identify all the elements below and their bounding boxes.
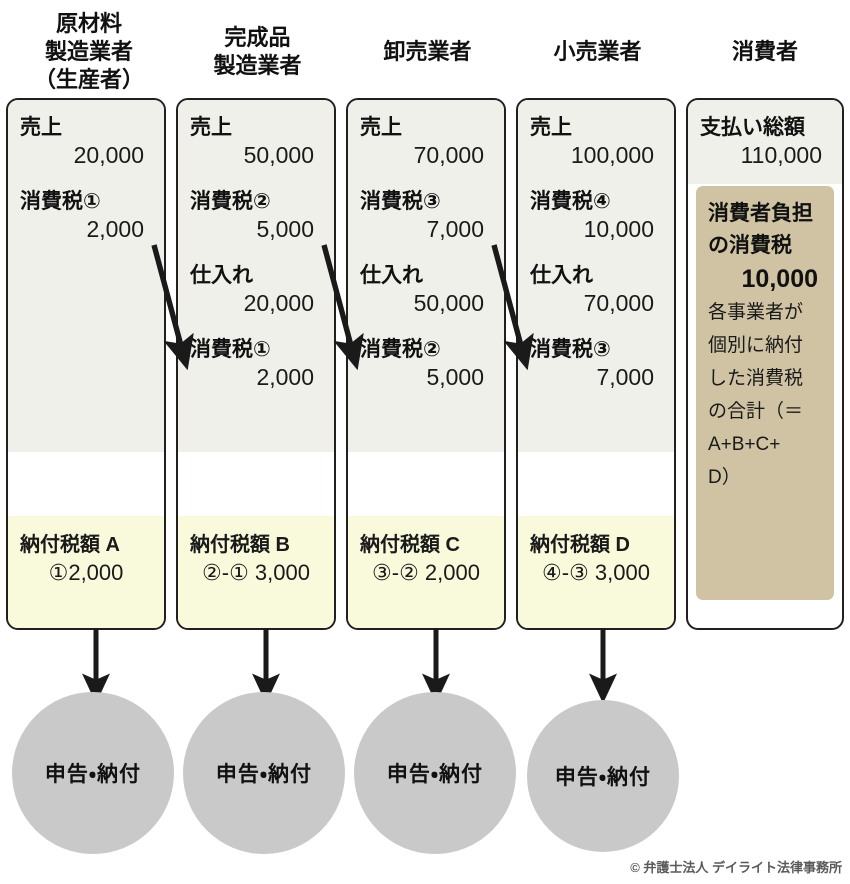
row-label-tax2: 消費税②: [360, 338, 441, 361]
payment-panel-a: 納付税額 A ①2,000: [8, 516, 164, 628]
filing-circle-raw-material-manufacturer: 申告・納付: [12, 692, 174, 854]
header-line: （生産者）: [33, 67, 144, 92]
row-value-tax1: 2,000: [86, 216, 144, 242]
row-label-sales: 売上: [190, 116, 232, 139]
consumer-burden-heading-line2: の消費税: [708, 234, 792, 257]
sales-panel: 売上 100,000 消費税④ 10,000 仕入れ 70,000 消費税③ 7…: [518, 100, 674, 452]
column-header-retailer: 小売業者: [515, 38, 680, 66]
row-label-purchase: 仕入れ: [190, 264, 253, 287]
row-label-total-payment: 支払い総額: [700, 116, 805, 139]
consumer-burden-amount: 10,000: [741, 265, 818, 293]
payment-label-a: 納付税額 A: [20, 534, 120, 556]
row-value-purchase: 50,000: [413, 290, 484, 316]
consumer-burden-box: 消費者負担 の消費税 10,000 各事業者が 個別に納付 した消費税 の合計（…: [696, 186, 834, 600]
stage-card-retailer: 売上 100,000 消費税④ 10,000 仕入れ 70,000 消費税③ 7…: [516, 98, 676, 630]
header-line: 卸売業者: [383, 39, 472, 64]
row-value-total-payment: 110,000: [740, 142, 822, 168]
row-label-sales: 売上: [360, 116, 402, 139]
consumer-burden-body-line: 個別に納付: [708, 335, 804, 356]
row-label-tax1: 消費税①: [20, 190, 101, 213]
header-line: 消費者: [731, 39, 798, 64]
sales-panel: 売上 20,000 消費税① 2,000: [8, 100, 164, 452]
row-value-purchase: 20,000: [243, 290, 314, 316]
column-header-finished-goods-manufacturer: 完成品 製造業者: [175, 24, 340, 80]
row-label-tax2: 消費税②: [190, 190, 271, 213]
column-header-wholesaler: 卸売業者: [345, 38, 510, 66]
row-value-tax3: 7,000: [596, 364, 654, 390]
payment-formula-a: ①2,000: [48, 560, 124, 585]
payment-label-b: 納付税額 B: [190, 534, 290, 556]
stage-card-consumer: 支払い総額 110,000 消費者負担 の消費税 10,000 各事業者が 個別…: [686, 98, 844, 630]
consumer-burden-body-line: 各事業者が: [708, 302, 804, 323]
row-label-sales: 売上: [20, 116, 62, 139]
payment-panel-d: 納付税額 D ④-③ 3,000: [518, 516, 674, 628]
copyright-footer: © 弁護士法人 デイライト法律事務所: [630, 860, 842, 875]
consumer-burden-body-line: の合計（＝: [708, 401, 804, 422]
filing-circle-finished-goods-manufacturer: 申告・納付: [183, 692, 345, 854]
filing-circle-label: 申告・納付: [44, 763, 142, 786]
stage-card-raw-material-manufacturer: 売上 20,000 消費税① 2,000 納付税額 A ①2,000: [6, 98, 166, 630]
filing-circle-retailer: 申告・納付: [527, 700, 679, 852]
row-value-tax2: 5,000: [256, 216, 314, 242]
row-label-tax1: 消費税①: [190, 338, 271, 361]
payment-label-c: 納付税額 C: [360, 534, 460, 556]
payment-formula-b: ②-① 3,000: [202, 560, 310, 585]
column-header-raw-material-manufacturer: 原材料 製造業者 （生産者）: [0, 10, 178, 94]
row-value-tax2: 5,000: [426, 364, 484, 390]
payment-formula-d: ④-③ 3,000: [542, 560, 650, 585]
row-value-tax3: 7,000: [426, 216, 484, 242]
column-header-consumer: 消費者: [685, 38, 845, 66]
row-value-sales: 50,000: [243, 142, 314, 168]
filing-circle-label: 申告・納付: [554, 766, 652, 789]
row-value-purchase: 70,000: [583, 290, 654, 316]
row-label-purchase: 仕入れ: [530, 264, 593, 287]
consumer-burden-body-line: D）: [708, 467, 741, 488]
header-line: 製造業者: [213, 53, 302, 78]
consumer-burden-heading-line1: 消費者負担: [708, 202, 813, 225]
sales-panel: 売上 70,000 消費税③ 7,000 仕入れ 50,000 消費税② 5,0…: [348, 100, 504, 452]
total-payment-panel: 支払い総額 110,000: [688, 100, 842, 184]
row-label-tax3: 消費税③: [360, 190, 441, 213]
row-value-tax1: 2,000: [256, 364, 314, 390]
header-line: 小売業者: [553, 39, 642, 64]
filing-circle-label: 申告・納付: [215, 763, 313, 786]
header-line: 完成品: [224, 25, 291, 50]
stage-card-finished-goods-manufacturer: 売上 50,000 消費税② 5,000 仕入れ 20,000 消費税① 2,0…: [176, 98, 336, 630]
row-label-purchase: 仕入れ: [360, 264, 423, 287]
row-value-tax4: 10,000: [583, 216, 654, 242]
filing-circle-wholesaler: 申告・納付: [354, 692, 516, 854]
row-label-tax3: 消費税③: [530, 338, 611, 361]
sales-panel: 売上 50,000 消費税② 5,000 仕入れ 20,000 消費税① 2,0…: [178, 100, 334, 452]
consumer-burden-body-line: した消費税: [708, 368, 804, 389]
payment-panel-c: 納付税額 C ③-② 2,000: [348, 516, 504, 628]
row-value-sales: 70,000: [413, 142, 484, 168]
consumer-burden-body-line: A+B+C+: [708, 434, 781, 455]
row-value-sales: 20,000: [73, 142, 144, 168]
payment-formula-c: ③-② 2,000: [372, 560, 480, 585]
row-value-sales: 100,000: [570, 142, 654, 168]
payment-label-d: 納付税額 D: [530, 534, 630, 556]
header-line: 原材料: [55, 11, 122, 36]
payment-panel-b: 納付税額 B ②-① 3,000: [178, 516, 334, 628]
filing-circle-label: 申告・納付: [386, 763, 484, 786]
header-line: 製造業者: [44, 39, 133, 64]
stage-card-wholesaler: 売上 70,000 消費税③ 7,000 仕入れ 50,000 消費税② 5,0…: [346, 98, 506, 630]
row-label-sales: 売上: [530, 116, 572, 139]
row-label-tax4: 消費税④: [530, 190, 611, 213]
